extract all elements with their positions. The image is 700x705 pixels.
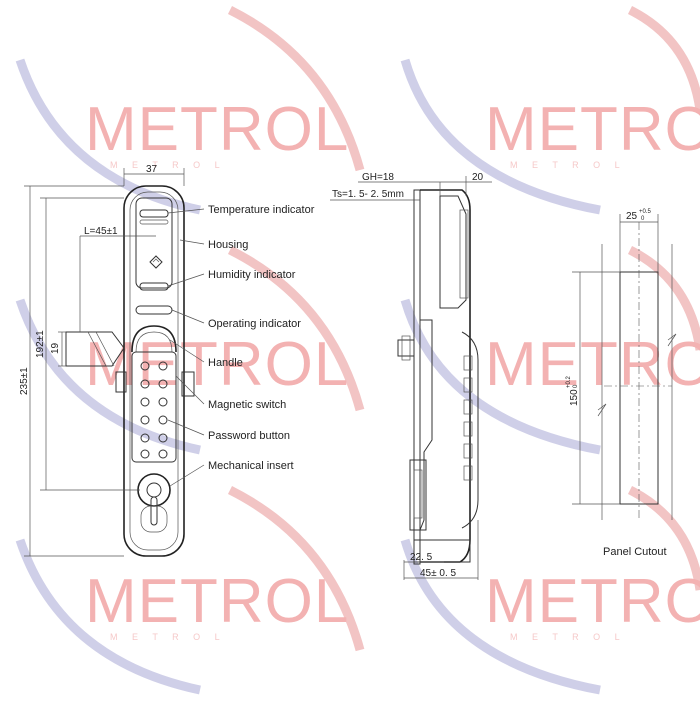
lock-housing-inner [129, 191, 179, 551]
dim-cutout-height: 150 [569, 389, 580, 406]
panel-plate [413, 189, 421, 565]
watermark: METROL METROL METROL METROL METROL METRO… [15, 5, 700, 695]
callout-humidity-indicator: Humidity indicator [208, 269, 296, 281]
dim-cutout-height-tol-up: +0.2 [566, 375, 572, 388]
callout-leaders [167, 208, 205, 487]
side-body-outline [420, 189, 471, 563]
brand-logo-icon-inner [152, 258, 160, 263]
callout-operating-indicator: Operating indicator [208, 318, 301, 330]
dim-depth-a: 22. 5 [410, 552, 433, 563]
dim-l: L=45±1 [84, 226, 118, 237]
password-button[interactable] [140, 361, 150, 371]
watermark-arc [400, 298, 601, 455]
side-view: GH=18 20 Ts=1. 5- 2. 5mm 22. 5 45± 0. 5 [330, 172, 492, 580]
watermark-tagline: M E T R O L [510, 632, 626, 642]
password-button[interactable] [158, 433, 168, 443]
watermark-arc [627, 5, 700, 111]
mounting-nut [397, 339, 415, 357]
lock-tongue [65, 331, 125, 367]
watermark-text: METROL [85, 567, 349, 636]
lock-housing-outline [123, 185, 185, 557]
watermark-arc [400, 538, 601, 695]
watermark-arc [227, 5, 365, 172]
side-top-lens [459, 209, 469, 299]
dim-gh: GH=18 [362, 172, 394, 183]
break-mark [667, 333, 677, 347]
password-button[interactable] [158, 415, 168, 425]
callout-temperature-indicator: Temperature indicator [208, 204, 315, 216]
humidity-indicator [139, 282, 169, 291]
brand-logo-icon [149, 255, 163, 269]
side-keypad-ribs [463, 355, 473, 481]
password-button[interactable] [140, 379, 150, 389]
dim-height-inner: 192±1 [35, 330, 46, 358]
dim-cutout-width: 25 [626, 211, 638, 222]
watermark-arc [400, 58, 601, 215]
rear-mechanism [419, 319, 433, 531]
handle-arch [131, 325, 177, 353]
watermark-arc [227, 245, 365, 412]
dim-depth-b: 45± 0. 5 [420, 568, 457, 579]
callout-handle: Handle [208, 357, 243, 369]
callout-password-button: Password button [208, 430, 290, 442]
mounting-screw [401, 335, 411, 361]
mechanical-insert [137, 473, 171, 507]
side-handle-profile [461, 331, 479, 529]
callout-housing: Housing [208, 239, 248, 251]
password-button[interactable] [158, 379, 168, 389]
right-side-tab [181, 371, 195, 397]
rear-housing-slot [413, 469, 423, 519]
watermark-arc [15, 538, 201, 695]
dim-ts: Ts=1. 5- 2. 5mm [332, 189, 404, 200]
cutout-title: Panel Cutout [603, 546, 667, 558]
password-button[interactable] [140, 415, 150, 425]
watermark-arc [627, 245, 700, 351]
dim-height-total: 235±1 [19, 367, 30, 395]
watermark-text: METROL [485, 95, 700, 164]
dim-tongue: 19 [50, 342, 61, 354]
watermark-text: METROL [85, 95, 349, 164]
password-button[interactable] [140, 433, 150, 443]
watermark-tagline: M E T R O L [110, 632, 226, 642]
lock-tongue-hatch [87, 331, 115, 367]
password-button[interactable] [140, 449, 150, 459]
handle-arch-inner [135, 331, 173, 353]
watermark-arc [227, 485, 365, 652]
password-button[interactable] [158, 397, 168, 407]
password-button[interactable] [158, 361, 168, 371]
temperature-indicator [139, 209, 169, 218]
password-button-grid [140, 361, 168, 459]
keyhole-slot [150, 496, 158, 526]
panel-cutout-view: 25 +0.5 0 150 +0.2 0 Panel Cutout [566, 209, 677, 558]
key-cylinder [146, 482, 162, 498]
insert-surround [140, 505, 168, 533]
watermark-text: METROL [485, 567, 700, 636]
watermark-arc [627, 485, 700, 591]
temperature-indicator-lens [139, 219, 169, 225]
watermark-tagline: M E T R O L [510, 160, 626, 170]
operating-indicator [135, 305, 173, 315]
dim-top: 20 [472, 172, 484, 183]
password-button[interactable] [140, 397, 150, 407]
watermark-text: METROL [85, 330, 349, 399]
front-view: 37 L=45±1 235±1 192±1 19 Temp [19, 164, 315, 557]
dim-cutout-height-tol-dn: 0 [573, 384, 579, 388]
callout-mechanical-insert: Mechanical insert [208, 460, 294, 472]
rear-housing-block [409, 459, 427, 531]
callout-magnetic-switch: Magnetic switch [208, 399, 286, 411]
watermark-text: METROL [485, 330, 700, 399]
watermark-tagline: M E T R O L [110, 160, 226, 170]
dim-width: 37 [146, 164, 158, 175]
side-top-cap [439, 195, 467, 309]
password-button[interactable] [158, 449, 168, 459]
left-side-tab [115, 371, 127, 393]
break-mark [597, 403, 607, 417]
dim-cutout-width-tol-up: +0.5 [639, 209, 652, 215]
keypad-plate [131, 351, 177, 463]
dim-cutout-width-tol-dn: 0 [641, 216, 645, 222]
sensor-window [135, 197, 173, 289]
watermark-arc [15, 58, 201, 215]
